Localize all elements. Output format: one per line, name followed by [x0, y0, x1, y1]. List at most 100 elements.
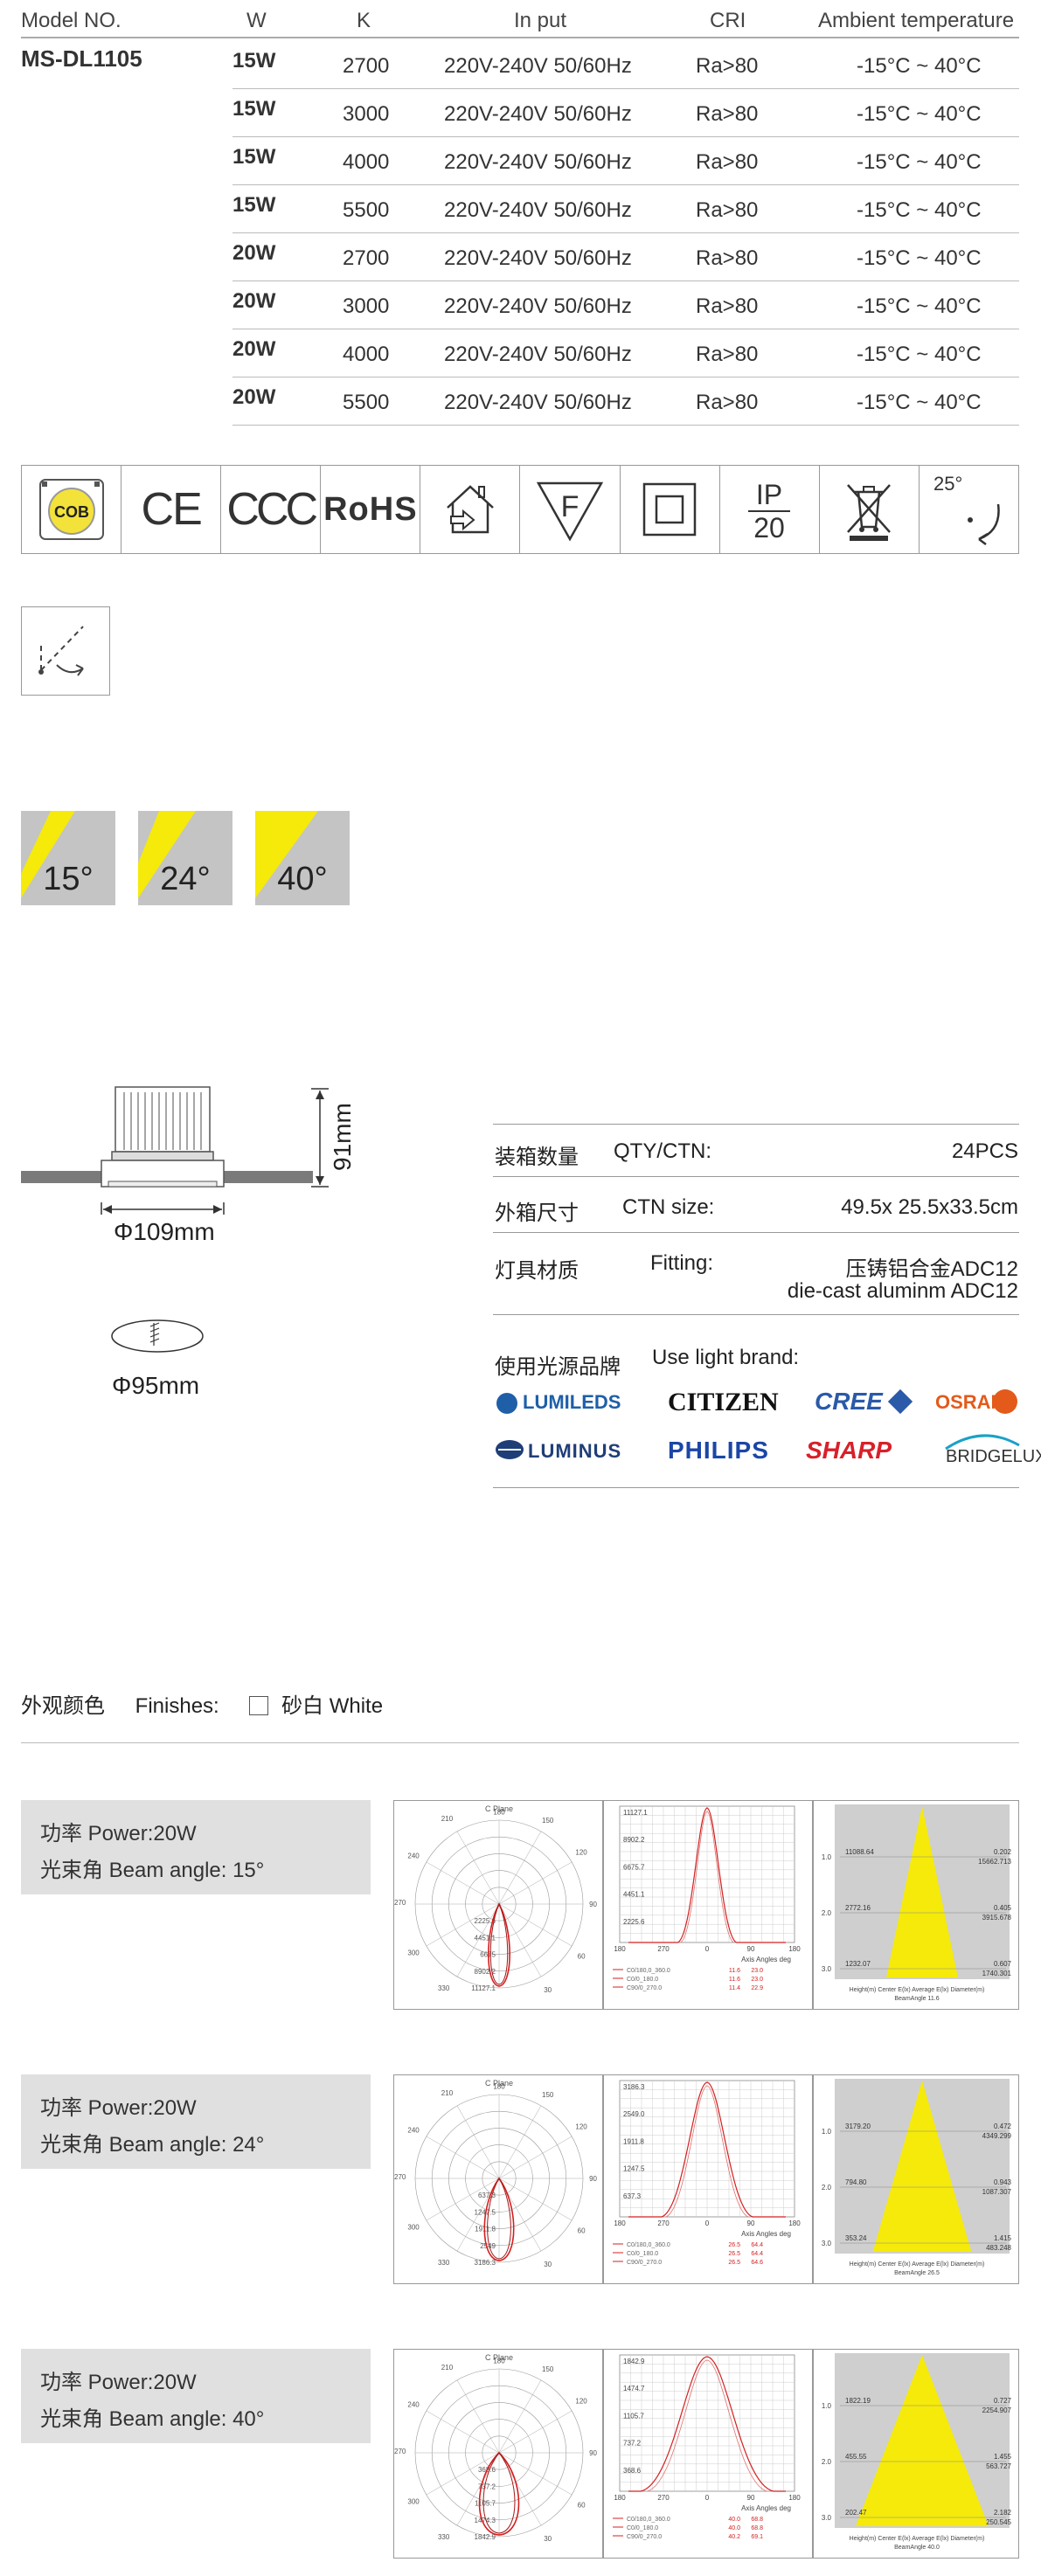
- polar-value-label: 1911.8: [475, 2226, 496, 2233]
- spec-cell-cri: Ra>80: [696, 54, 759, 78]
- legend-value: 11.4: [729, 1985, 740, 1991]
- spec-cell-k: 2700: [343, 54, 390, 78]
- legend-value: 11.6: [729, 1968, 740, 1974]
- cone-diameter: 15662.713: [978, 1858, 1011, 1866]
- size-label-cn: 外箱尺寸: [495, 1201, 579, 1225]
- curve-xtick-label: 0: [705, 1945, 710, 1953]
- spec-cell-input: 220V-240V 50/60Hz: [444, 391, 632, 414]
- cone-average-e: 2.182: [994, 2509, 1012, 2517]
- ip20-icon: IP 20: [720, 466, 820, 553]
- curve-ytick-label: 637.3: [623, 2192, 642, 2200]
- polar-tick-label: 120: [575, 1848, 587, 1856]
- qty-value: 24PCS: [951, 1139, 1018, 1163]
- cob-icon: COB: [22, 466, 122, 553]
- cone-center-e: 1232.07: [845, 1960, 871, 1968]
- spec-cell-input: 220V-240V 50/60Hz: [444, 150, 632, 174]
- legend-name: C90/0_270.0: [627, 2260, 662, 2266]
- header-k: K: [357, 9, 371, 32]
- spec-row-rule: [232, 184, 1019, 185]
- finish-white-checkbox[interactable]: [249, 1696, 269, 1715]
- polar-tick-label: 270: [394, 1899, 406, 1907]
- finishes-rule: [21, 1742, 1019, 1743]
- beam-angle-label: 光束角 Beam angle: 24°: [40, 2133, 265, 2157]
- spec-cell-input: 220V-240V 50/60Hz: [444, 294, 632, 318]
- axis-title: Axis Angles deg: [741, 2504, 791, 2512]
- spec-cell-temp: -15°C ~ 40°C: [857, 294, 982, 318]
- curve-ytick-label: 1842.9: [623, 2358, 645, 2365]
- power-label: 功率 Power:20W: [40, 2096, 197, 2120]
- curve-ytick-label: 737.2: [623, 2440, 642, 2448]
- qty-label-en: QTY/CTN:: [614, 1139, 711, 1163]
- legend-value: 64.6: [751, 2260, 763, 2266]
- cutout-ellipse: [108, 1316, 206, 1361]
- cone-footer: Height(m) Center E(lx) Average E(lx) Dia…: [850, 2261, 985, 2268]
- cone-average-e: 1.455: [994, 2453, 1012, 2461]
- spec-cell-k: 4000: [343, 150, 390, 174]
- f-mark-icon: F: [520, 466, 621, 553]
- svg-text:IP: IP: [756, 479, 782, 510]
- curve-ytick-label: 3186.3: [623, 2083, 645, 2091]
- polar-tick-label: 90: [589, 1901, 597, 1908]
- cone-height-label: 2.0: [822, 2184, 832, 2192]
- cone-center-e: 794.80: [845, 2178, 867, 2186]
- legend-value: 26.5: [728, 2251, 740, 2257]
- curve-xtick-label: 270: [657, 2219, 670, 2227]
- spec-cell-w: 15W: [232, 193, 276, 217]
- header-w: W: [246, 9, 267, 32]
- legend-name: C90/0_270.0: [627, 1985, 662, 1991]
- axis-title: Axis Angles deg: [741, 2230, 791, 2238]
- spec-cell-input: 220V-240V 50/60Hz: [444, 246, 632, 270]
- spec-row-rule: [232, 232, 1019, 233]
- weee-bin-icon: [820, 466, 920, 553]
- cone-diameter: 2254.907: [982, 2406, 1012, 2414]
- polar-tick-label: 150: [542, 2091, 554, 2099]
- legend-value: 68.8: [751, 2525, 763, 2531]
- polar-curve-2: [482, 2452, 516, 2534]
- finishes-label-en: Finishes:: [135, 1694, 219, 1718]
- polar-tick-label: 150: [542, 2365, 554, 2373]
- power-label: 功率 Power:20W: [40, 1822, 197, 1845]
- polar-tick-label: 30: [544, 2535, 552, 2543]
- curve-xtick-label: 0: [705, 2219, 710, 2227]
- cone-footer: Height(m) Center E(lx) Average E(lx) Dia…: [850, 2536, 985, 2542]
- polar-tick-label: 270: [394, 2448, 406, 2455]
- polar-title: C Plane: [485, 2079, 513, 2088]
- legend-name: C0/0_180.0: [627, 1977, 658, 1983]
- spec-cell-w: 20W: [232, 385, 276, 409]
- curve-ytick-label: 1911.8: [623, 2137, 644, 2145]
- spec-cell-input: 220V-240V 50/60Hz: [444, 198, 632, 222]
- lumileds-logo-icon: [496, 1393, 517, 1414]
- polar-curve: [488, 1902, 510, 1987]
- spec-cell-w: 15W: [232, 145, 276, 169]
- spec-cell-cri: Ra>80: [696, 198, 759, 222]
- spec-header-rule: [21, 37, 1019, 38]
- pack-rule-2: [493, 1176, 1019, 1177]
- legend-value: 26.5: [728, 2242, 740, 2248]
- spec-row-rule: [232, 425, 1019, 426]
- curve-xtick-label: 270: [657, 2494, 670, 2502]
- intensity-curve-2: [680, 1811, 734, 1943]
- cone-center-e: 11088.64: [845, 1848, 874, 1856]
- spec-cell-temp: -15°C ~ 40°C: [857, 150, 982, 174]
- curve-xtick-label: 180: [788, 2219, 801, 2227]
- spec-cell-k: 3000: [343, 294, 390, 318]
- spec-cell-w: 15W: [232, 97, 276, 121]
- curve-ytick-label: 8902.2: [623, 1836, 645, 1844]
- cone-diameter: 1087.307: [982, 2188, 1012, 2196]
- finishes-row: 外观颜色 Finishes: 砂白 White: [21, 1688, 383, 1719]
- legend-name: C0/0_180.0: [627, 2525, 658, 2531]
- spec-cell-cri: Ra>80: [696, 150, 759, 174]
- brand-luminus: LUMINUS: [528, 1440, 622, 1462]
- cone-diameter: 563.727: [986, 2462, 1011, 2470]
